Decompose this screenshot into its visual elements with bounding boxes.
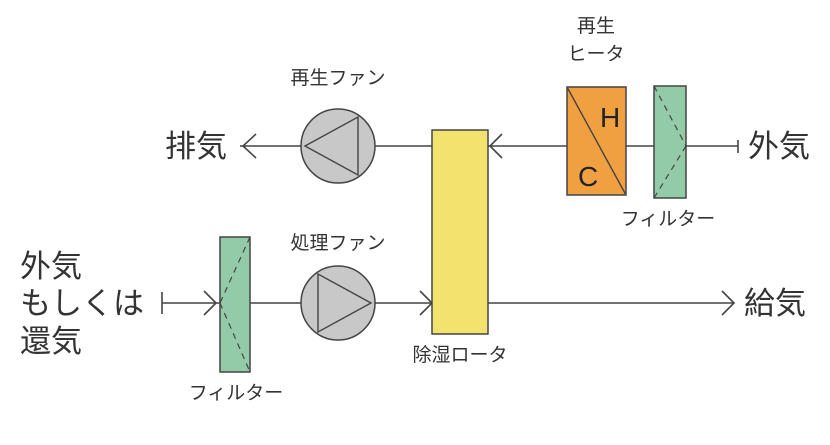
regen-airflow-arrowhead (488, 133, 503, 159)
filter-bottom-pleat-1 (219, 236, 251, 304)
process-fan-triangle (317, 272, 373, 334)
process-inlet-arrowhead (203, 290, 218, 316)
input-label-line3: 還気 (20, 324, 82, 360)
regen-heater-diagonal (566, 86, 627, 196)
regen-fan-label: 再生ファン (290, 67, 385, 89)
rotor-label: 除湿ロータ (412, 344, 507, 366)
filter-bottom (219, 236, 251, 373)
heater-c-label: C (578, 161, 598, 192)
exhaust-arrowhead (241, 133, 257, 159)
input-label-line1: 外気 (20, 249, 82, 285)
heater-h-label: H (600, 102, 620, 133)
desiccant-rotor (431, 129, 489, 335)
regen-heater-label-line2: ヒータ (567, 43, 624, 65)
supply-arrowhead (721, 290, 736, 316)
supply-air-label: 給気 (744, 286, 806, 322)
filter-bottom-pleat-2 (219, 302, 251, 373)
process-fan-label: 処理ファン (290, 232, 385, 254)
filter-bottom-label: フィルター (189, 382, 284, 404)
regen-fan-triangle (303, 115, 359, 177)
filter-top-label: フィルター (621, 208, 716, 230)
input-label-line2: もしくは (20, 286, 144, 322)
regen-heater-label-line1: 再生 (577, 15, 615, 37)
filter-top (653, 85, 687, 199)
outside-air-label: 外気 (748, 129, 810, 165)
filter-top-pleat-1 (653, 85, 687, 147)
exhaust-label: 排気 (165, 129, 227, 165)
